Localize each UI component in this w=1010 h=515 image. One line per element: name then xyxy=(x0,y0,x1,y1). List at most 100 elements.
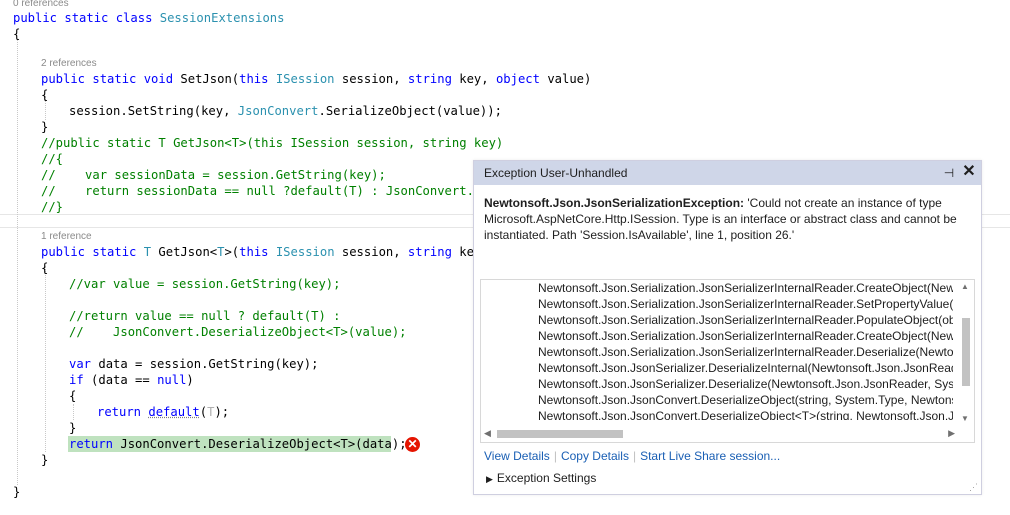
code-token: >( xyxy=(224,245,240,259)
indent-guide xyxy=(45,266,46,452)
code-comment: //public static T GetJson<T>(this ISessi… xyxy=(41,136,504,150)
stack-frame: Newtonsoft.Json.Serialization.JsonSerial… xyxy=(538,345,953,359)
code-token: ISession xyxy=(275,245,335,259)
code-line: return default(T); xyxy=(97,404,229,420)
code-token: T xyxy=(143,245,152,259)
stack-frame: Newtonsoft.Json.JsonConvert.DeserializeO… xyxy=(538,409,953,420)
code-token: string xyxy=(407,72,452,86)
code-token: SessionExtensions xyxy=(159,11,285,25)
code-token: session, xyxy=(334,72,408,86)
code-token: default xyxy=(148,405,200,419)
code-lens-references[interactable]: 0 references xyxy=(13,0,69,9)
code-line: { xyxy=(41,261,49,275)
code-token: return xyxy=(69,437,121,451)
popup-header[interactable]: Exception User-Unhandled ⊣ ✕ xyxy=(474,161,981,185)
code-token: public static xyxy=(41,245,144,259)
code-token: data = session.GetString(key); xyxy=(91,357,319,371)
code-line: { xyxy=(41,88,49,102)
horizontal-scrollbar[interactable]: ◀ ▶ xyxy=(481,426,958,442)
scroll-up-icon[interactable]: ▲ xyxy=(961,282,969,291)
code-token: public static class xyxy=(13,11,160,25)
code-token: this xyxy=(239,245,276,259)
exception-message-text: 'Could not create an instance of type Mi… xyxy=(484,196,957,242)
stack-trace-lines: Newtonsoft.Json.Serialization.JsonSerial… xyxy=(538,280,953,420)
code-token: SetJson( xyxy=(180,72,240,86)
code-comment: // var sessionData = session.GetString(k… xyxy=(41,168,386,182)
code-token: JsonConvert xyxy=(237,104,319,118)
code-line: var data = session.GetString(key); xyxy=(69,356,318,372)
stack-frame: Newtonsoft.Json.Serialization.JsonSerial… xyxy=(538,313,953,327)
exception-helper-popup[interactable]: Exception User-Unhandled ⊣ ✕ Newtonsoft.… xyxy=(473,160,982,495)
expand-arrow-icon[interactable]: ▶ xyxy=(486,474,493,484)
code-token: session, xyxy=(334,245,408,259)
exception-message: Newtonsoft.Json.JsonSerializationExcepti… xyxy=(484,195,964,243)
code-token: if xyxy=(69,373,84,387)
link-separator: | xyxy=(632,449,637,463)
code-token: GetJson< xyxy=(151,245,218,259)
vertical-scroll-thumb[interactable] xyxy=(962,318,970,386)
code-token: null xyxy=(157,373,187,387)
scroll-down-icon[interactable]: ▼ xyxy=(961,414,969,423)
code-lens-references[interactable]: 2 references xyxy=(41,58,97,69)
code-line: public static class SessionExtensions xyxy=(13,10,285,26)
code-line: } xyxy=(41,453,49,467)
code-token: key, xyxy=(451,72,496,86)
resize-grip-icon[interactable]: ⋰ xyxy=(969,482,978,492)
popup-links: View Details|Copy Details|Start Live Sha… xyxy=(484,449,780,463)
code-token: session.SetString(key, xyxy=(69,104,238,118)
code-line: } xyxy=(69,421,77,435)
scroll-right-icon[interactable]: ▶ xyxy=(948,428,955,438)
code-token: .SerializeObject(value)); xyxy=(318,104,502,118)
popup-title: Exception User-Unhandled xyxy=(484,166,628,180)
stack-frame: Newtonsoft.Json.JsonConvert.DeserializeO… xyxy=(538,393,953,407)
code-token: return xyxy=(97,405,149,419)
code-line: { xyxy=(69,389,77,403)
exception-settings-expander[interactable]: ▶Exception Settings xyxy=(486,471,596,485)
stack-frame: Newtonsoft.Json.Serialization.JsonSerial… xyxy=(538,297,953,311)
code-token: this xyxy=(239,72,276,86)
code-token: var xyxy=(69,357,92,371)
link-separator: | xyxy=(553,449,557,463)
scroll-left-icon[interactable]: ◀ xyxy=(484,428,491,438)
live-share-link[interactable]: Start Live Share session... xyxy=(640,449,781,463)
code-token: ) xyxy=(186,373,194,387)
code-line: } xyxy=(41,120,49,134)
copy-details-link[interactable]: Copy Details xyxy=(560,449,629,463)
code-token: JsonConvert.DeserializeObject<T>(data); xyxy=(120,437,407,451)
close-icon[interactable]: ✕ xyxy=(962,163,976,180)
code-comment: // JsonConvert.DeserializeObject<T>(valu… xyxy=(69,325,407,339)
code-line-current: return JsonConvert.DeserializeObject<T>(… xyxy=(69,436,407,452)
code-token: ISession xyxy=(275,72,335,86)
code-token: public static void xyxy=(41,72,181,86)
indent-guide xyxy=(45,96,46,120)
code-token: object xyxy=(495,72,540,86)
code-line: session.SetString(key, JsonConvert.Seria… xyxy=(69,103,502,119)
code-line: if (data == null) xyxy=(69,372,194,388)
indent-guide xyxy=(17,40,18,485)
code-comment: //{ xyxy=(41,152,64,166)
stack-frame: Newtonsoft.Json.Serialization.JsonSerial… xyxy=(538,281,953,295)
code-token: T xyxy=(217,245,225,259)
stack-frame: Newtonsoft.Json.JsonSerializer.Deseriali… xyxy=(538,361,953,375)
error-icon[interactable]: ✕ xyxy=(405,437,420,452)
code-token: (data == xyxy=(83,373,158,387)
code-line: public static T GetJson<T>(this ISession… xyxy=(41,244,489,260)
code-comment: // return sessionData == null ?default(T… xyxy=(41,184,496,198)
exception-type: Newtonsoft.Json.JsonSerializationExcepti… xyxy=(484,196,745,210)
horizontal-scroll-thumb[interactable] xyxy=(497,430,623,438)
code-lens-references[interactable]: 1 reference xyxy=(41,231,92,242)
stack-trace-box[interactable]: Newtonsoft.Json.Serialization.JsonSerial… xyxy=(480,279,975,443)
code-token: ); xyxy=(214,405,230,419)
code-token: value) xyxy=(539,72,592,86)
pin-icon[interactable]: ⊣ xyxy=(943,166,955,180)
code-token: string xyxy=(407,245,452,259)
code-token: T xyxy=(207,405,215,419)
vertical-scrollbar[interactable]: ▲ ▼ xyxy=(958,280,974,425)
stack-frame: Newtonsoft.Json.JsonSerializer.Deseriali… xyxy=(538,377,953,391)
code-line: public static void SetJson(this ISession… xyxy=(41,71,591,87)
code-comment: //} xyxy=(41,200,64,214)
code-comment: //return value == null ? default(T) : xyxy=(69,309,341,323)
view-details-link[interactable]: View Details xyxy=(484,449,550,463)
indent-guide xyxy=(73,404,74,420)
